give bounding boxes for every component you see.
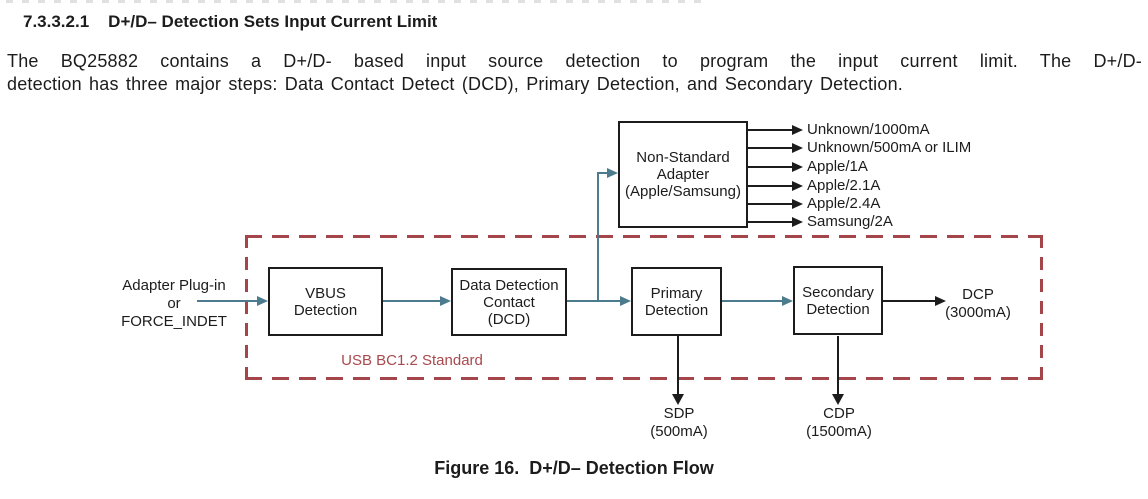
secondary-to-cdp-line (837, 336, 839, 395)
nonstandard-adapter-box: Non-Standard Adapter (Apple/Samsung) (618, 121, 748, 228)
adapter-output-line (748, 221, 793, 223)
input-arrowhead-icon (257, 296, 268, 306)
body-line-2: detection has three major steps: Data Co… (7, 74, 903, 94)
dcp-terminal-label: DCP (3000mA) (945, 286, 1011, 321)
adapter-output-line (748, 166, 793, 168)
section-title: D+/D– Detection Sets Input Current Limit (108, 12, 438, 31)
dcd-box: Data Detection Contact (DCD) (451, 268, 567, 336)
figure-caption-title: D+/D– Detection Flow (529, 458, 714, 478)
adapter-output-arrowhead-icon (792, 217, 803, 227)
adapter-output-label: Apple/1A (807, 158, 868, 175)
adapter-output-label: Apple/2.4A (807, 195, 881, 212)
detection-flow-diagram: USB BC1.2 Standard Adapter Plug-in or FO… (0, 110, 1148, 455)
figure-caption-number: Figure 16. (434, 458, 520, 478)
primary-to-secondary-arrowhead-icon (782, 296, 793, 306)
input-arrow-line (197, 300, 258, 302)
adapter-output-line (748, 129, 793, 131)
sdp-terminal-label: SDP (500mA) (650, 405, 708, 440)
adapter-output-arrowhead-icon (792, 199, 803, 209)
adapter-output-label: Unknown/500mA or ILIM (807, 139, 972, 156)
body-line-1: The BQ25882 contains a D+/D- based input… (7, 51, 1142, 71)
cdp-arrowhead-icon (832, 394, 844, 405)
vbus-detection-box: VBUS Detection (268, 267, 383, 336)
bc12-boundary-edge-top (245, 235, 1043, 238)
body-paragraph: The BQ25882 contains a D+/D- based input… (7, 50, 1142, 96)
adapter-output-line (748, 203, 793, 205)
section-heading: 7.3.3.2.1 D+/D– Detection Sets Input Curr… (23, 12, 437, 32)
vbus-to-dcd-line (383, 300, 441, 302)
bc12-boundary (245, 235, 1043, 380)
adapter-output-label: Apple/2.1A (807, 177, 881, 194)
secondary-to-dcp-line (883, 300, 936, 302)
dcp-arrowhead-icon (935, 296, 946, 306)
secondary-detection-box: Secondary Detection (793, 266, 883, 335)
branch-arrowhead-icon (607, 168, 618, 178)
adapter-output-arrowhead-icon (792, 143, 803, 153)
primary-detection-box: Primary Detection (631, 267, 722, 336)
branch-vertical-line (597, 172, 599, 302)
vbus-to-dcd-arrowhead-icon (440, 296, 451, 306)
primary-to-secondary-line (722, 300, 783, 302)
bc12-boundary-edge-right (1040, 235, 1043, 380)
adapter-output-label: Samsung/2A (807, 213, 893, 230)
figure-caption: Figure 16. D+/D– Detection Flow (0, 458, 1148, 479)
bc12-standard-label: USB BC1.2 Standard (341, 352, 483, 369)
adapter-output-label: Unknown/1000mA (807, 121, 930, 138)
adapter-output-line (748, 185, 793, 187)
adapter-output-arrowhead-icon (792, 181, 803, 191)
branch-horizontal-line (597, 172, 608, 174)
section-number: 7.3.3.2.1 (23, 12, 90, 31)
adapter-output-line (748, 147, 793, 149)
dcd-to-primary-arrowhead-icon (620, 296, 631, 306)
cdp-terminal-label: CDP (1500mA) (806, 405, 872, 440)
page-crop-artifact (6, 0, 706, 3)
bc12-boundary-edge-bottom (245, 377, 1043, 380)
adapter-plugin-label: Adapter Plug-in or FORCE_INDET (121, 277, 227, 330)
dcd-to-primary-line (567, 300, 621, 302)
adapter-output-arrowhead-icon (792, 162, 803, 172)
bc12-boundary-edge-left (245, 235, 248, 380)
sdp-arrowhead-icon (672, 394, 684, 405)
primary-to-sdp-line (677, 336, 679, 395)
adapter-output-arrowhead-icon (792, 125, 803, 135)
